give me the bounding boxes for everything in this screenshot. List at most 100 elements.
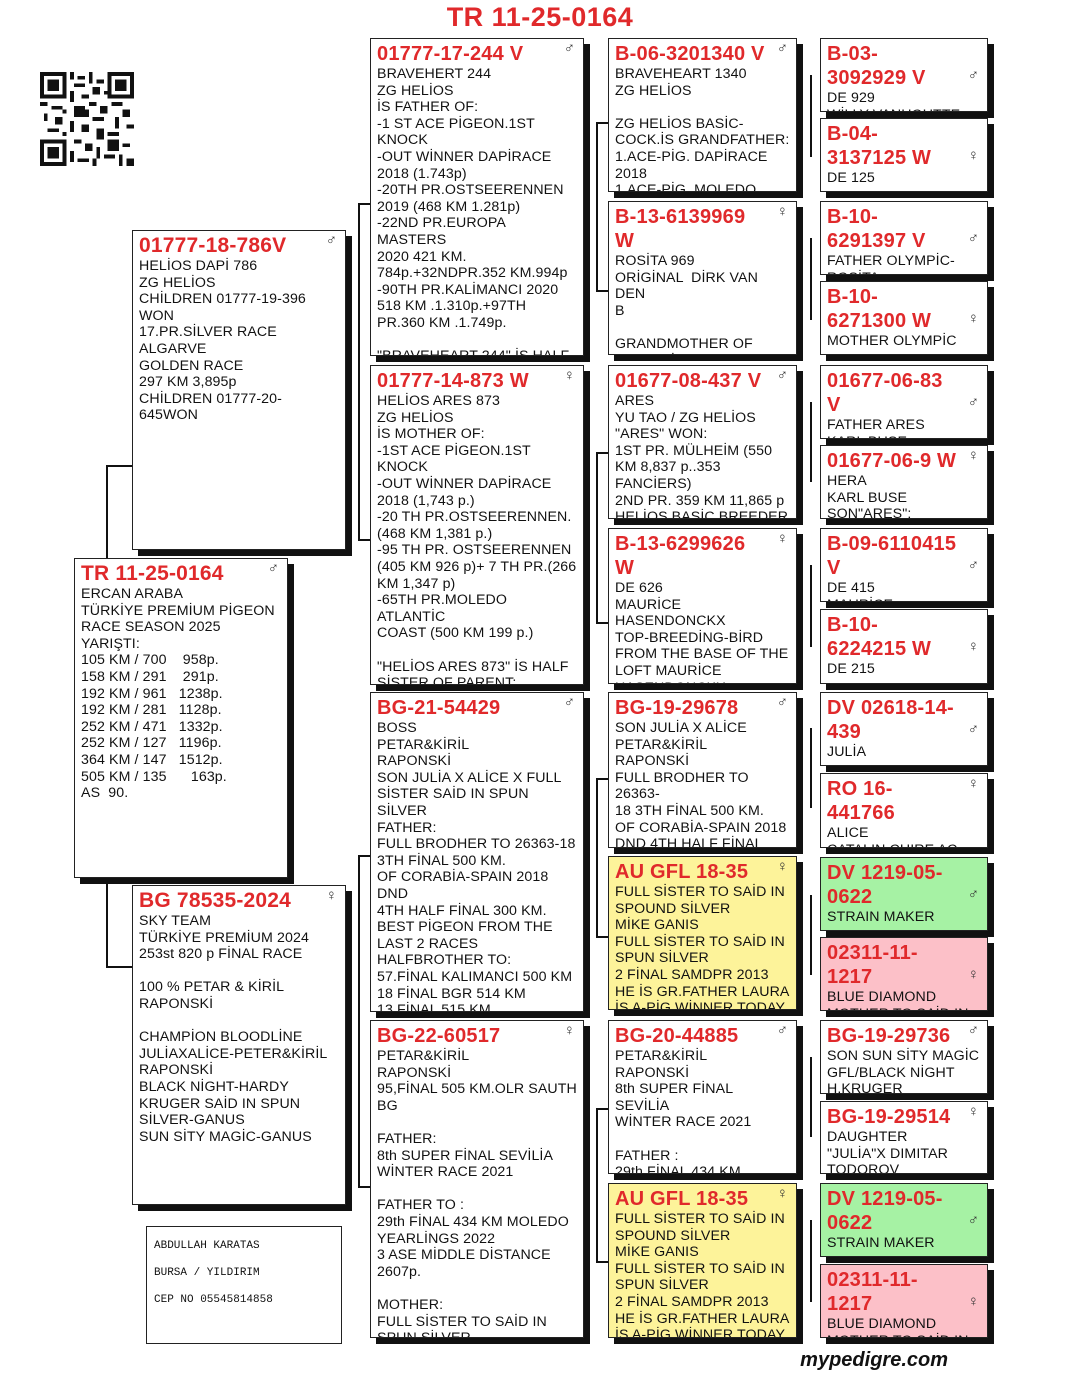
pigeon-card-g9[interactable]: DV 02618-14-439 ♂ JULİA <box>820 692 988 766</box>
pigeon-card-g8[interactable]: B-10-6224215 W ♀ DE 215 <box>820 609 988 684</box>
owner-name: ABDULLAH KARATAS <box>154 1240 260 1252</box>
pigeon-card-g10[interactable]: RO 16-441766 ♀ ALICE CATALIN CHIRE AC 1 … <box>820 773 988 848</box>
pigeon-card-g15[interactable]: DV 1219-05-0622 ♂ STRAIN MAKER <box>820 1183 988 1257</box>
pigeon-card-g7[interactable]: B-09-6110415 V ♂ DE 415 MAURİCE HASENDON… <box>820 528 988 602</box>
male-icon: ♂ <box>776 367 788 384</box>
male-icon: ♂ <box>776 1022 788 1039</box>
pigeon-card-g3[interactable]: B-10-6291397 V ♂ FATHER OLYMPİC- ROSİTA … <box>820 201 988 275</box>
connector-line <box>596 1261 610 1263</box>
pigeon-card-sss[interactable]: B-06-3201340 V ♂ BRAVEHEART 1340 ZG HELİ… <box>608 38 797 192</box>
pigeon-card-g12[interactable]: 02311-11-1217 ♀ BLUE DIAMOND MOTHER TO S… <box>820 937 988 1011</box>
pigeon-card-dss[interactable]: BG-19-29678 ♂ SON JULİA X ALİCE PETAR&Kİ… <box>608 692 797 848</box>
connector-line <box>810 728 812 808</box>
pigeon-card-sdd[interactable]: B-13-6299626 W ♀ DE 626 MAURİCE HASENDON… <box>608 528 797 684</box>
connector-line <box>596 1108 610 1110</box>
ring-number: B-10-6291397 V <box>827 206 926 252</box>
pigeon-card-g2[interactable]: B-04-3137125 W ♀ DE 125 <box>820 118 988 192</box>
pigeon-info: FATHER OLYMPİC- ROSİTA STEFAN LAMBRECHTS <box>827 253 955 274</box>
pigeon-info: HELİOS ARES 873 ZG HELİOS İS MOTHER OF: … <box>377 393 577 685</box>
connector-line <box>358 855 372 857</box>
female-icon: ♀ <box>776 1185 788 1202</box>
pigeon-card-dam-dam[interactable]: BG-22-60517 ♀ PETAR&KİRİL RAPONSKİ 95,Fİ… <box>370 1020 584 1338</box>
ring-number: B-10-6224215 W <box>827 614 932 660</box>
female-icon: ♀ <box>776 858 788 875</box>
pigeon-card-g5[interactable]: 01677-06-83 V ♂ FATHER ARES KARL BUSE SO… <box>820 365 988 439</box>
ring-number: DV 1219-05-0622 <box>827 1188 943 1234</box>
pigeon-card-sire[interactable]: 01777-18-786V ♂ HELİOS DAPİ 786 ZG HELİO… <box>132 230 346 550</box>
connector-line <box>358 539 372 541</box>
pigeon-card-ddd[interactable]: AU GFL 18-35 ♀ FULL SİSTER TO SAİD IN SP… <box>608 1183 797 1338</box>
ring-number: BG-19-29514 <box>827 1106 951 1128</box>
connector-line <box>596 122 598 292</box>
connector-line <box>106 966 134 968</box>
pigeon-info: DAUGHTER "JULİA"X DIMITAR TODOROV <box>827 1129 948 1174</box>
ring-number: BG-19-29678 <box>615 697 739 719</box>
pigeon-info: JULİA <box>827 744 867 760</box>
ring-number: RO 16-441766 <box>827 778 895 824</box>
pigeon-info: ALICE CATALIN CHIRE AC 1 FİNAL FİVE STAR <box>827 825 957 847</box>
pigeon-info: BRAVEHEART 1340 ZG HELİOS ZG HELİOS BASİ… <box>615 66 790 192</box>
ring-number: B-03-3092929 V <box>827 43 926 89</box>
pigeon-info: HELİOS DAPİ 786 ZG HELİOS CHİLDREN 01777… <box>139 258 306 424</box>
male-icon: ♂ <box>776 40 788 57</box>
pigeon-card-g13[interactable]: BG-19-29736 ♂ SON SUN SİTY MAGİC GFL/BLA… <box>820 1020 988 1094</box>
ring-number: 01777-18-786V <box>139 234 287 257</box>
pigeon-info: FULL SİSTER TO SAİD IN SPOUND SİLVER MİK… <box>615 1211 790 1338</box>
pigeon-card-subject[interactable]: TR 11-25-0164 ♂ ERCAN ARABA TÜRKİYE PREM… <box>74 558 288 878</box>
pigeon-card-dds[interactable]: BG-20-44885 ♂ PETAR&KİRİL RAPONSKİ 8th S… <box>608 1020 797 1174</box>
connector-line <box>106 878 108 968</box>
ring-number: AU GFL 18-35 <box>615 1188 749 1210</box>
owner-info-box: ABDULLAH KARATAS BURSA / YILDIRIM CEP NO… <box>146 1226 342 1344</box>
pigeon-info: SKY TEAM TÜRKİYE PREMİUM 2024 253st 820 … <box>139 913 328 1145</box>
pigeon-card-sire-sire[interactable]: 01777-17-244 V ♂ BRAVEHERT 244 ZG HELİOS… <box>370 38 584 356</box>
pigeon-card-dam-sire[interactable]: BG-21-54429 ♂ BOSS PETAR&KİRİL RAPONSKİ … <box>370 692 584 1012</box>
connector-line <box>596 1108 598 1263</box>
pigeon-info: DE 125 <box>827 170 875 186</box>
connector-line <box>596 622 610 624</box>
pigeon-card-sds[interactable]: 01677-08-437 V ♂ ARES YU TAO / ZG HELİOS… <box>608 365 797 519</box>
male-icon: ♂ <box>967 1022 979 1039</box>
pigeon-card-dsd[interactable]: AU GFL 18-35 ♀ FULL SİSTER TO SAİD IN SP… <box>608 856 797 1010</box>
pigeon-info: DE 929 WİLLY VANHOUTTE SON"BRAVEHEART <box>827 90 960 111</box>
female-icon: ♀ <box>967 775 979 792</box>
male-icon: ♂ <box>563 40 575 57</box>
connector-line <box>596 122 610 124</box>
ring-number: BG-21-54429 <box>377 697 501 719</box>
pigeon-info: BRAVEHERT 244 ZG HELİOS İS FATHER OF: -1… <box>377 66 569 355</box>
pigeon-info: BLUE DIAMOND MOTHER TO SAİD IN SPOUN SİL… <box>827 989 968 1010</box>
pigeon-card-g4[interactable]: B-10-6271300 W ♀ MOTHER OLYMPİC <box>820 281 988 355</box>
pigeon-card-g14[interactable]: BG-19-29514 ♀ DAUGHTER "JULİA"X DIMITAR … <box>820 1101 988 1174</box>
pigeon-card-dam[interactable]: BG 78535-2024 ♀ SKY TEAM TÜRKİYE PREMİUM… <box>132 885 346 1205</box>
pigeon-info: PETAR&KİRİL RAPONSKİ 95,FİNAL 505 KM.OLR… <box>377 1048 577 1337</box>
owner-phone: CEP NO 05545814858 <box>154 1294 273 1306</box>
pigeon-info: BOSS PETAR&KİRİL RAPONSKİ SON JULİA X AL… <box>377 720 576 1012</box>
connector-line <box>810 1220 812 1302</box>
connector-line <box>106 465 108 558</box>
pigeon-card-ssd[interactable]: B-13-6139969 W ♀ ROSİTA 969 ORİGİNAL DİR… <box>608 201 797 355</box>
connector-line <box>810 895 812 975</box>
female-icon: ♀ <box>967 638 979 655</box>
pigeon-card-g11[interactable]: DV 1219-05-0622 ♂ STRAIN MAKER <box>820 857 988 931</box>
pigeon-info: ROSİTA 969 ORİGİNAL DİRK VAN DEN B GRAND… <box>615 253 781 354</box>
male-icon: ♂ <box>967 67 979 84</box>
female-icon: ♀ <box>967 966 979 983</box>
pigeon-card-sire-dam[interactable]: 01777-14-873 W ♀ HELİOS ARES 873 ZG HELİ… <box>370 365 584 685</box>
male-icon: ♂ <box>967 721 979 738</box>
ring-number: BG 78535-2024 <box>139 889 292 912</box>
ring-number: BG-19-29736 <box>827 1025 951 1047</box>
pigeon-card-g16[interactable]: 02311-11-1217 ♀ BLUE DIAMOND MOTHER TO S… <box>820 1264 988 1338</box>
pigeon-card-g1[interactable]: B-03-3092929 V ♂ DE 929 WİLLY VANHOUTTE … <box>820 38 988 112</box>
pigeon-info: PETAR&KİRİL RAPONSKİ 8th SUPER FİNAL SEV… <box>615 1048 752 1174</box>
male-icon: ♂ <box>267 560 279 577</box>
connector-line <box>596 936 610 938</box>
pigeon-info: HERA KARL BUSE SON"ARES": <box>827 473 912 519</box>
connector-line <box>596 778 598 938</box>
pigeon-info: DE 415 MAURİCE HASENDONCKX <box>827 580 893 601</box>
ring-number: 02311-11-1217 <box>827 1269 918 1315</box>
pigeon-info: ARES YU TAO / ZG HELİOS "ARES" WON: 1ST … <box>615 393 789 519</box>
ring-number: BG-22-60517 <box>377 1025 501 1047</box>
pigeon-card-g6[interactable]: 01677-06-9 W ♀ HERA KARL BUSE SON"ARES": <box>820 445 988 519</box>
ring-number: 02311-11-1217 <box>827 942 918 988</box>
pigeon-info: SON SUN SİTY MAGİC GFL/BLACK NİGHT H.KRU… <box>827 1048 980 1094</box>
ring-number: 01677-06-83 V <box>827 370 943 416</box>
